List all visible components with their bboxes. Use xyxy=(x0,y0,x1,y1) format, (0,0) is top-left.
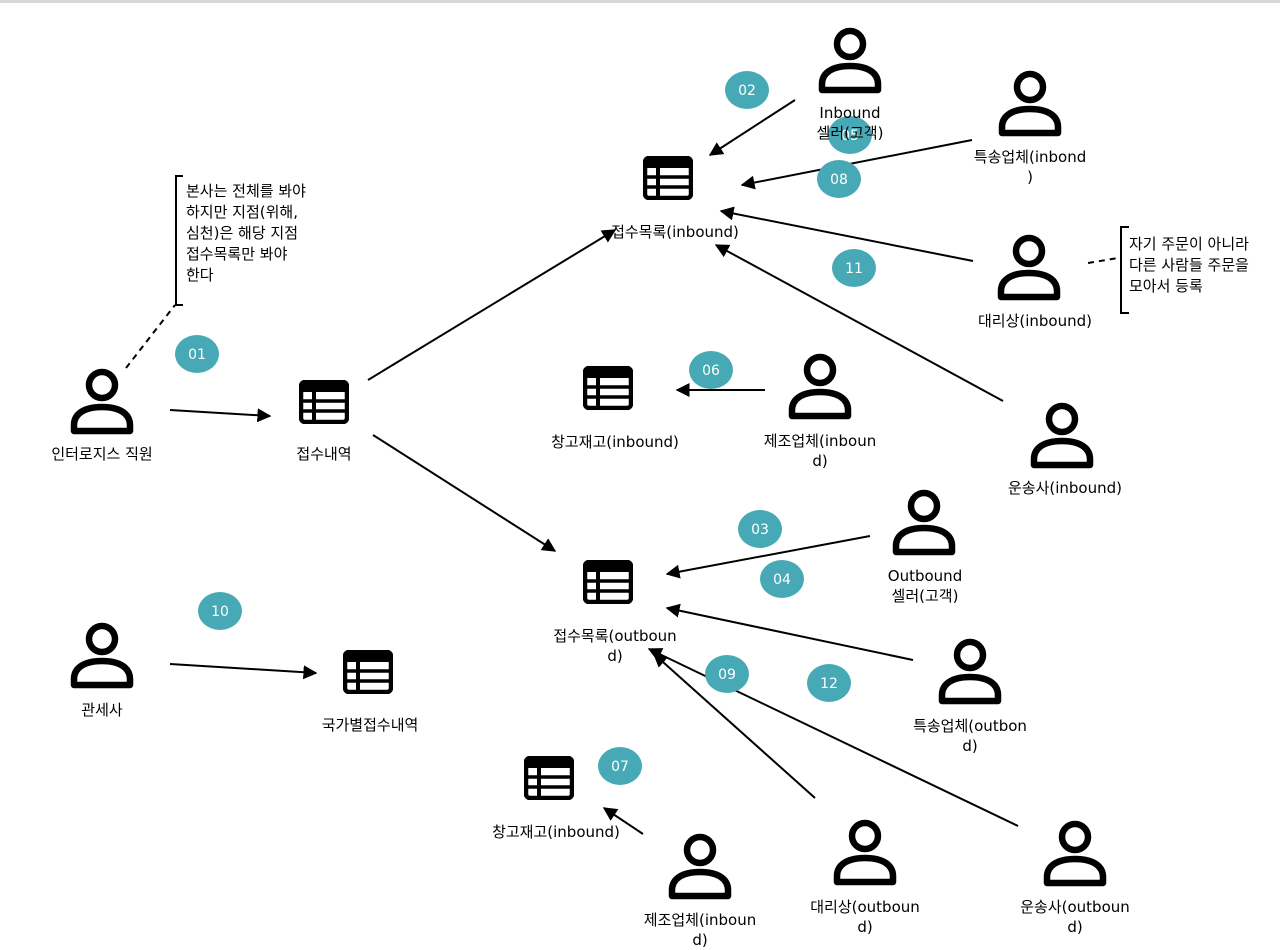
label-receipt: 접수내역 xyxy=(296,445,352,463)
label-agent-outbound: 대리상(outboun d) xyxy=(810,898,920,936)
svg-text:05: 05 xyxy=(841,128,859,144)
connectors xyxy=(125,99,1119,835)
label-agent-inbound: 대리상(inbound) xyxy=(977,312,1092,330)
table-icon xyxy=(301,382,347,422)
dashed-agent-note xyxy=(1087,257,1119,264)
note-hq: 본사는 전체를 봐야 하지만 지점(위해, 심천)은 해당 지점 접수목록만 봐… xyxy=(186,182,306,284)
arrow-special-outbound xyxy=(665,603,914,661)
person-icon xyxy=(822,31,878,90)
table-icon xyxy=(585,368,631,408)
person-icon xyxy=(942,642,998,701)
note-bracket-hq xyxy=(175,175,183,306)
svg-text:03: 03 xyxy=(751,522,769,538)
svg-text:12: 12 xyxy=(820,676,838,692)
label-special-outbound: 특송업체(outbon d) xyxy=(913,717,1027,755)
table-icon xyxy=(345,652,391,692)
person-icon xyxy=(837,823,893,882)
arrow-inbound-seller xyxy=(708,99,796,156)
label-carrier-inbound: 운송사(inbound) xyxy=(1007,479,1122,497)
person-icon xyxy=(74,626,130,685)
label-maker-inbound-2: 제조업체(inboun d) xyxy=(643,911,757,949)
badge-11: 11 xyxy=(832,249,876,287)
arrow-receipt-list-outbound xyxy=(372,434,557,552)
svg-text:11: 11 xyxy=(845,261,863,277)
arrow-agent-outbound xyxy=(652,653,816,799)
note-bracket-agent xyxy=(1120,226,1129,314)
arrow-agent-inbound xyxy=(719,206,974,262)
table-icon xyxy=(585,562,631,602)
label-inbound-seller: Inbound 셀러(고객) xyxy=(816,104,884,142)
person-icon xyxy=(672,837,728,896)
badge-12: 12 xyxy=(807,664,851,702)
person-icon xyxy=(792,357,848,416)
label-outbound-seller: Outbound 셀러(고객) xyxy=(887,567,963,605)
svg-text:07: 07 xyxy=(611,759,629,775)
svg-text:06: 06 xyxy=(702,363,720,379)
label-staff: 인터로지스 직원 xyxy=(51,445,153,463)
arrow-outbound-seller xyxy=(665,535,871,579)
arrow-receipt-list-inbound xyxy=(367,229,617,381)
badge-09: 09 xyxy=(705,655,749,693)
top-border xyxy=(0,0,1280,3)
table-icon xyxy=(645,158,691,198)
badge-06: 06 xyxy=(689,351,733,389)
person-icon xyxy=(896,493,952,552)
person-icon xyxy=(1034,406,1090,465)
label-stock-inbound-2: 창고재고(inbound) xyxy=(492,823,620,841)
person-icon xyxy=(1001,238,1057,297)
badge-04: 04 xyxy=(760,560,804,598)
dashed-hq-note xyxy=(125,304,176,369)
badge-03: 03 xyxy=(738,510,782,548)
person-icon xyxy=(1002,74,1058,133)
svg-text:08: 08 xyxy=(830,172,848,188)
badge-01: 01 xyxy=(175,335,219,373)
badge-05: 05 xyxy=(828,116,872,154)
person-icon xyxy=(74,372,130,431)
label-stock-inbound-1: 창고재고(inbound) xyxy=(551,433,679,451)
svg-text:04: 04 xyxy=(773,572,791,588)
svg-text:09: 09 xyxy=(718,667,736,683)
arrow-carrier-inbound xyxy=(714,244,1004,402)
label-maker-inbound-1: 제조업체(inboun d) xyxy=(763,432,877,470)
arrow-special-inbound xyxy=(740,139,973,190)
arrow-staff-receipt xyxy=(169,408,272,423)
badges: 01 02 05 08 11 06 03 04 10 09 12 07 xyxy=(175,71,876,785)
svg-text:02: 02 xyxy=(738,83,756,99)
person-icon xyxy=(1047,824,1103,883)
svg-text:01: 01 xyxy=(188,347,206,363)
label-list-outbound: 접수목록(outbound) xyxy=(553,627,677,665)
badge-10: 10 xyxy=(198,592,242,630)
label-customs: 관세사 xyxy=(81,701,123,719)
arrow-maker-stock-2 xyxy=(602,807,644,835)
label-country-receipt: 국가별접수내역 xyxy=(321,716,419,734)
label-carrier-outbound: 운송사(outboun d) xyxy=(1020,898,1130,936)
badge-08: 08 xyxy=(817,160,861,198)
label-special-inbound: 특송업체(inbond ) xyxy=(973,148,1087,186)
arrow-customs-country xyxy=(169,663,318,680)
label-list-inbound: 접수목록(inbound) xyxy=(611,223,739,241)
svg-text:10: 10 xyxy=(211,604,229,620)
table-icon xyxy=(526,758,572,798)
badge-07: 07 xyxy=(598,747,642,785)
badge-02: 02 xyxy=(725,71,769,109)
note-agent: 자기 주문이 아니라 다른 사람들 주문을 모아서 등록 xyxy=(1129,235,1249,295)
